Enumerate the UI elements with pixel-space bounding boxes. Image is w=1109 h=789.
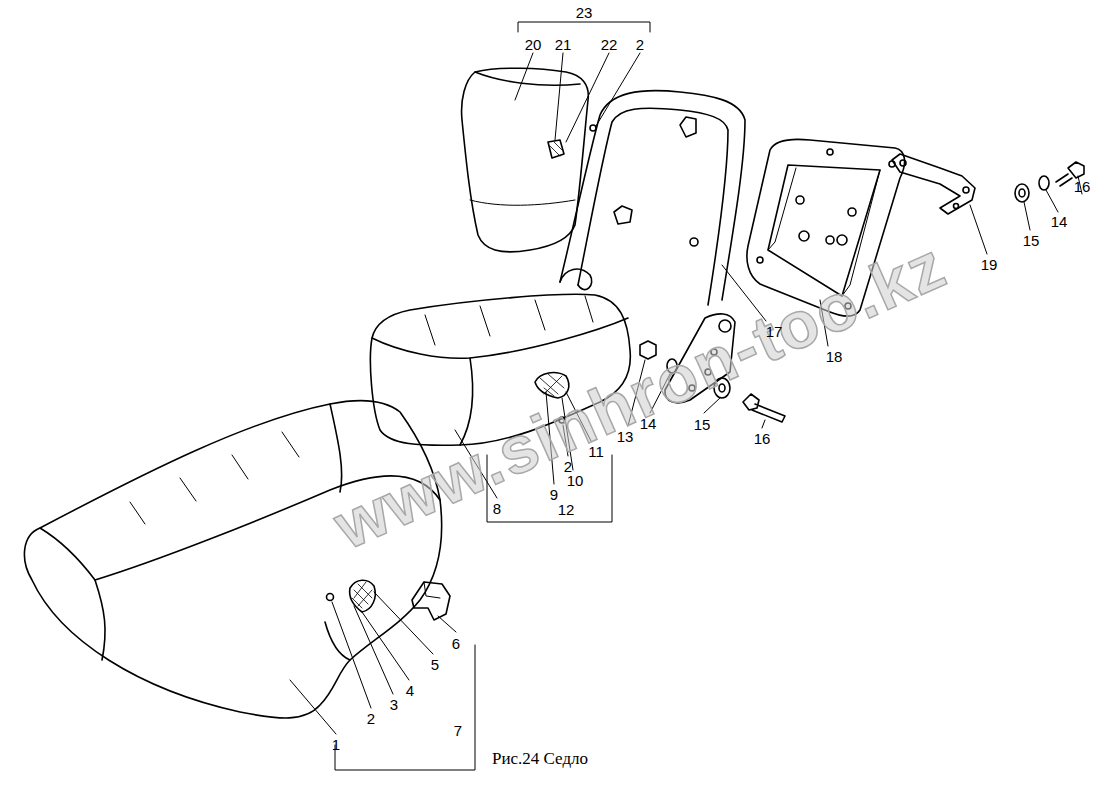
- callout-number: 9: [550, 487, 558, 502]
- callout-number: 18: [826, 349, 843, 364]
- callout-number: 2: [636, 37, 644, 52]
- callout-number: 20: [525, 37, 542, 52]
- callout-number: 7: [454, 723, 462, 738]
- callout-number: 21: [555, 37, 572, 52]
- callout-number: 5: [431, 657, 439, 672]
- callout-number: 14: [1051, 214, 1068, 229]
- callout-number: 19: [981, 257, 998, 272]
- callout-number: 13: [617, 429, 634, 444]
- callout-number: 12: [558, 502, 575, 517]
- callout-number: 2: [564, 459, 572, 474]
- callout-number: 22: [601, 37, 618, 52]
- callout-number: 17: [766, 324, 783, 339]
- watermark: www.sinhron-too.kz: [325, 231, 955, 560]
- callout-number: 15: [694, 417, 711, 432]
- callout-number: 3: [390, 697, 398, 712]
- callout-number: 4: [406, 683, 414, 698]
- callout-number: 10: [567, 473, 584, 488]
- callout-number: 23: [576, 5, 593, 20]
- callout-number: 1: [332, 737, 340, 752]
- callout-number: 16: [754, 431, 771, 446]
- callout-number: 16: [1074, 179, 1091, 194]
- callout-number: 6: [452, 636, 460, 651]
- callout-number: 14: [640, 416, 657, 431]
- callout-number: 8: [493, 501, 501, 516]
- callout-number: 2: [367, 711, 375, 726]
- callout-number: 11: [588, 444, 604, 459]
- figure-caption: Рис.24 Седло: [492, 750, 588, 767]
- callout-number: 15: [1023, 233, 1040, 248]
